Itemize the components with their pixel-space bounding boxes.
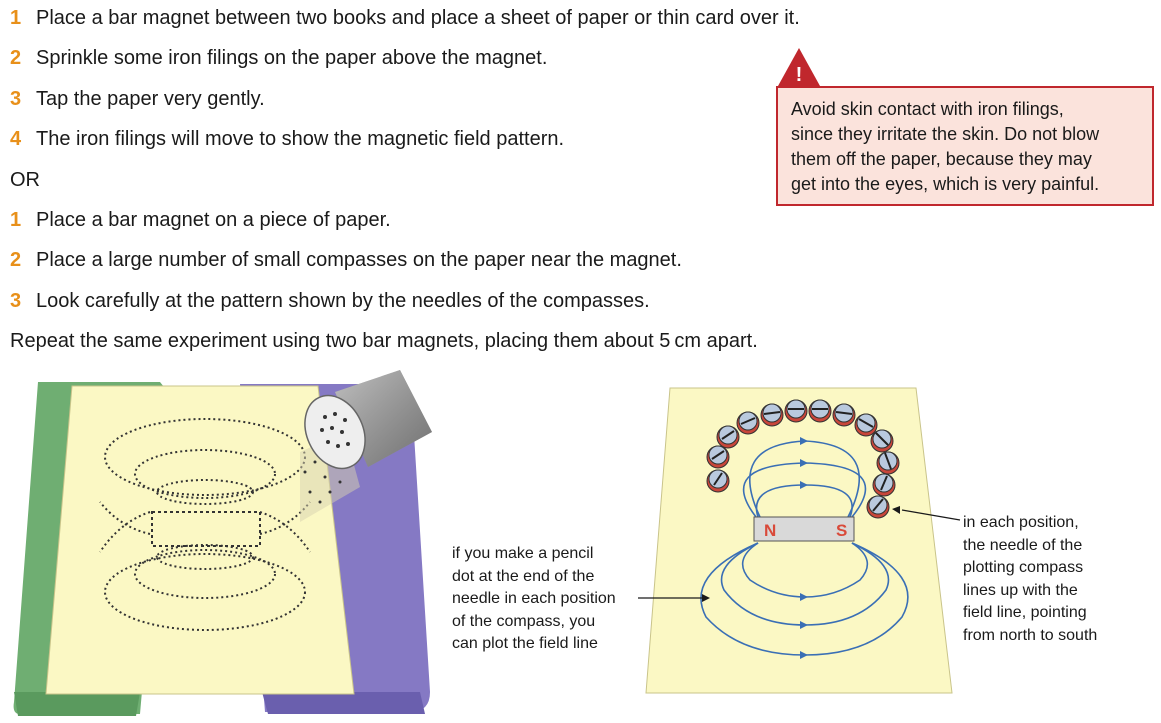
caption-line: of the compass, you <box>452 612 596 630</box>
warning-triangle-icon: ! <box>778 48 820 86</box>
caption-line: dot at the end of the <box>452 567 595 585</box>
step-text: Look carefully at the pattern shown by t… <box>36 290 650 312</box>
safety-warning-box: Avoid skin contact with iron filings, si… <box>776 86 1154 206</box>
method2-step-2: 2 Place a large number of small compasses… <box>10 248 682 272</box>
caption-line: needle in each position <box>452 590 616 607</box>
filings-shaker-icon <box>304 370 432 470</box>
method2-step-3: 3 Look carefully at the pattern shown by … <box>10 289 650 313</box>
method1-step-3: 3 Tap the paper very gently. <box>10 87 265 111</box>
step-text: Tap the paper very gently. <box>36 88 265 110</box>
method1-step-4: 4 The iron filings will move to show the … <box>10 127 564 151</box>
step-number: 3 <box>10 88 22 110</box>
hidden-magnet-outline <box>151 511 261 547</box>
step-text: Place a bar magnet on a piece of paper. <box>36 209 391 231</box>
bar-magnet <box>753 516 855 542</box>
caption-line: field line, pointing <box>963 604 1087 621</box>
step-text: Place a bar magnet between two books and… <box>36 7 800 29</box>
caption-line: can plot the field line <box>452 635 598 652</box>
pencil-dot-caption: if you make a pencil dot at the end of t… <box>452 543 616 656</box>
or-label: OR <box>10 169 40 191</box>
caption-pointers <box>638 506 961 602</box>
step-text: Sprinkle some iron filings on the paper … <box>36 47 548 69</box>
step-text: The iron filings will move to show the m… <box>36 128 565 150</box>
caption-line: in each position, <box>963 514 1079 531</box>
compass-plotting-illustration: N S <box>645 387 953 694</box>
method1-step-1: 1 Place a bar magnet between two books an… <box>10 6 800 30</box>
step-number: 2 <box>10 249 22 271</box>
warning-line: since they irritate the skin. Do not blo… <box>791 124 1100 144</box>
caption-line: the needle of the <box>963 536 1083 554</box>
caption-line: plotting compass <box>963 559 1084 576</box>
plotting-compasses <box>706 399 900 519</box>
step-number: 3 <box>10 290 22 312</box>
north-pole-label: N <box>764 521 776 540</box>
warning-line: Avoid skin contact with iron filings, <box>791 99 1064 119</box>
iron-filings-illustration <box>13 370 432 716</box>
field-direction-arrows <box>800 437 808 659</box>
caption-line: if you make a pencil <box>452 545 594 562</box>
step-number: 4 <box>10 128 22 150</box>
repeat-instruction: Repeat the same experiment using two bar… <box>10 330 758 352</box>
caption-line: from north to south <box>963 626 1098 644</box>
method1-step-2: 2 Sprinkle some iron filings on the paper… <box>10 46 547 70</box>
method2-step-1: 1 Place a bar magnet on a piece of paper. <box>10 208 391 232</box>
caption-line: lines up with the <box>963 581 1078 599</box>
warning-line: them off the paper, because they may <box>791 149 1092 169</box>
compass-needle-caption: in each position, the needle of the plot… <box>963 512 1097 647</box>
paper-sheet <box>45 385 355 695</box>
step-number: 1 <box>10 7 22 29</box>
warning-symbol: ! <box>796 64 803 86</box>
step-text: Place a large number of small compasses … <box>36 249 682 271</box>
step-number: 1 <box>10 209 22 231</box>
south-pole-label: S <box>836 521 847 540</box>
warning-line: get into the eyes, which is very painful… <box>791 174 1100 194</box>
step-number: 2 <box>10 47 22 69</box>
